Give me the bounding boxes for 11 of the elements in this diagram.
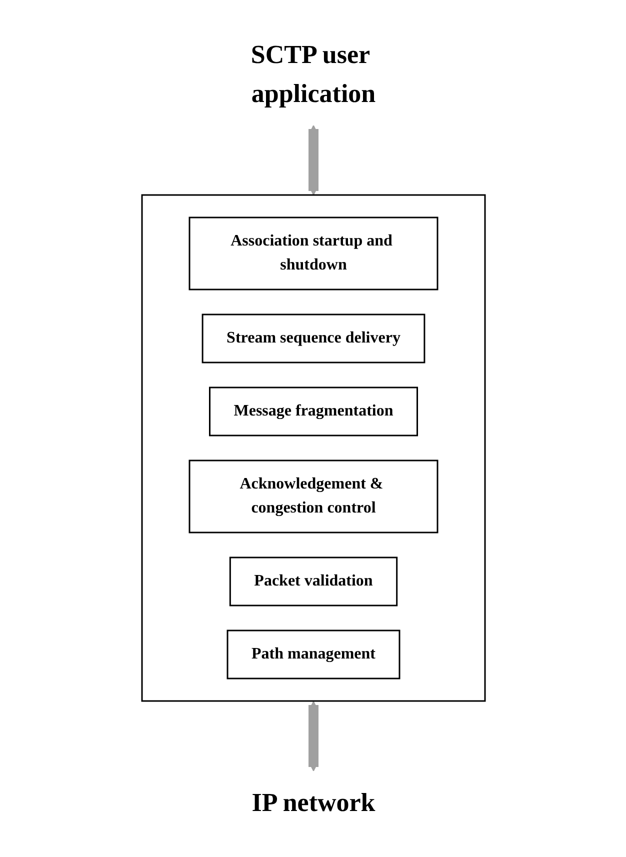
node-text: SCTP user application xyxy=(250,40,376,108)
node-box: Path management xyxy=(226,630,400,680)
node-box: Message fragmentation xyxy=(208,386,418,436)
node-box: Packet validation xyxy=(228,556,398,606)
node-box: Acknowledgement & congestion control xyxy=(188,460,438,534)
node-text: IP network xyxy=(251,788,375,817)
node-box: Association startup and shutdown xyxy=(188,216,438,290)
arrow xyxy=(308,701,318,772)
node-box: Stream sequence delivery xyxy=(201,314,425,364)
arrow xyxy=(308,125,318,196)
cluster xyxy=(140,194,486,702)
